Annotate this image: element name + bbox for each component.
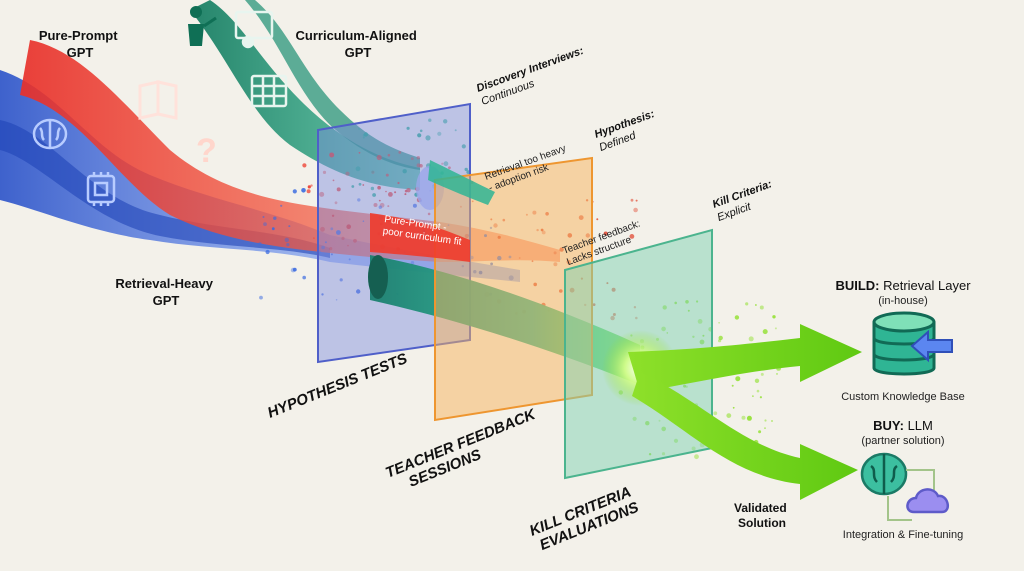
particle xyxy=(764,427,766,429)
label-retrieval-heavy: Retrieval-Heavy GPT xyxy=(115,276,216,308)
particle xyxy=(713,411,717,415)
cloud-icon xyxy=(907,489,947,512)
particle xyxy=(694,454,699,459)
particle xyxy=(266,250,270,254)
particle xyxy=(258,242,261,245)
gate-label-teacher: TEACHER FEEDBACK SESSIONS xyxy=(383,406,545,498)
svg-text:HYPOTHESIS TESTS: HYPOTHESIS TESTS xyxy=(265,350,410,422)
particle xyxy=(760,306,764,310)
particle xyxy=(280,205,282,207)
build-sub: (in-house) xyxy=(878,295,928,307)
particle xyxy=(735,315,739,319)
particle xyxy=(772,315,775,318)
particle xyxy=(313,237,315,239)
particle xyxy=(273,217,276,220)
note-hypothesis: Hypothesis: Defined xyxy=(593,108,661,154)
particle xyxy=(733,407,735,409)
particle xyxy=(764,419,766,421)
book-icon xyxy=(140,82,176,118)
particle xyxy=(755,304,757,306)
brain-icon-output xyxy=(862,454,906,494)
particle xyxy=(742,416,746,420)
particle xyxy=(302,276,306,280)
particle xyxy=(718,322,720,324)
particle xyxy=(775,327,777,329)
particle xyxy=(763,329,768,334)
particle xyxy=(293,189,297,193)
particle xyxy=(758,430,761,433)
particle xyxy=(263,216,265,218)
particle xyxy=(719,336,723,340)
particle xyxy=(301,188,306,193)
note-kill-criteria: Kill Criteria: Explicit xyxy=(711,178,779,224)
particle xyxy=(288,225,290,227)
buy-caption: Integration & Fine-tuning xyxy=(843,529,963,541)
buy-sub: (partner solution) xyxy=(861,435,944,447)
particle xyxy=(726,413,731,418)
label-curriculum-aligned: Curriculum-Aligned GPT xyxy=(296,28,421,60)
label-validated-solution: Validated Solution xyxy=(734,501,790,530)
particle xyxy=(755,379,759,383)
particle xyxy=(776,373,778,375)
particle xyxy=(285,238,289,242)
particle xyxy=(596,218,598,220)
build-caption: Custom Knowledge Base xyxy=(841,391,965,403)
particle xyxy=(259,296,263,300)
particle xyxy=(302,163,306,167)
gate-label-hypothesis: HYPOTHESIS TESTS xyxy=(265,350,410,422)
question-icon: ? xyxy=(196,132,217,170)
buy-title: BUY: LLM xyxy=(873,418,933,433)
particle xyxy=(771,420,773,422)
particle xyxy=(636,200,638,202)
note-discovery: Discovery Interviews: Continuous xyxy=(475,45,590,108)
particle xyxy=(293,268,297,272)
particle xyxy=(286,243,289,246)
particle xyxy=(745,302,748,305)
gate-label-kill: KILL CRITERIA EVALUATIONS xyxy=(527,483,641,555)
particle xyxy=(633,208,638,213)
particle xyxy=(761,373,764,376)
particle xyxy=(747,416,752,421)
particle xyxy=(631,199,634,202)
particle xyxy=(263,222,267,226)
particle xyxy=(752,395,754,397)
particle xyxy=(760,396,762,398)
particle xyxy=(757,390,760,393)
particle xyxy=(732,385,734,387)
build-title: BUILD: Retrieval Layer xyxy=(835,278,971,293)
particle xyxy=(307,189,311,193)
particle xyxy=(308,185,311,188)
particle xyxy=(272,227,275,230)
particle xyxy=(749,336,754,341)
particle xyxy=(735,376,740,381)
